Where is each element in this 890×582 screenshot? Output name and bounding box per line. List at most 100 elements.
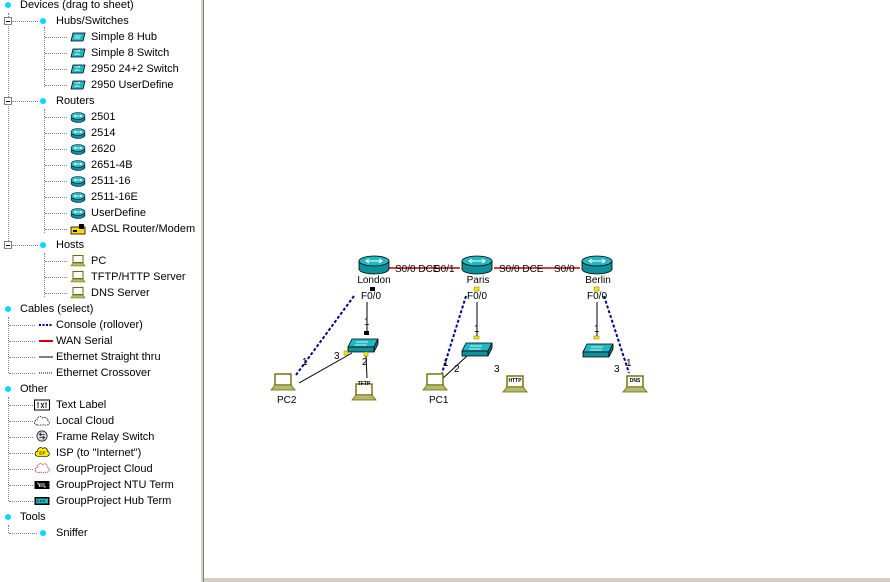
interface-label: F0/0 xyxy=(467,291,487,302)
interface-label: F0/0 xyxy=(587,291,607,302)
collapse-icon[interactable] xyxy=(4,97,12,105)
host-name: PC1 xyxy=(429,395,449,406)
tree-label: Frame Relay Switch xyxy=(56,431,155,443)
interface-label: S0/0 DCE xyxy=(395,264,440,275)
tree-label: 2501 xyxy=(91,111,116,123)
dns-server[interactable]: DNS xyxy=(622,375,648,393)
ethernet-link[interactable] xyxy=(298,352,353,384)
tree-label: 2511-16E xyxy=(91,191,138,203)
router-icon xyxy=(70,160,86,171)
ntu-term-icon xyxy=(34,481,50,489)
tree-label: Devices (drag to sheet) xyxy=(20,0,134,11)
server-badge: TFTP xyxy=(358,381,371,387)
port-number: 1 xyxy=(302,357,308,368)
console-link[interactable] xyxy=(603,295,630,374)
port-led xyxy=(364,331,369,335)
port-number: 2 xyxy=(362,357,368,368)
topology-drawing: TFTP HTTP DNS London Paris Berlin S0/0 D… xyxy=(270,255,648,406)
tree-label: GroupProject Hub Term xyxy=(56,495,172,507)
switch-icon xyxy=(70,48,86,58)
router-berlin[interactable] xyxy=(581,255,613,275)
switch-icon xyxy=(70,64,86,74)
tree-label: Hosts xyxy=(56,239,85,251)
port-led xyxy=(473,286,480,292)
port-number: 1 xyxy=(364,317,370,328)
port-number: 3 xyxy=(494,364,500,375)
tree-guide xyxy=(8,397,9,501)
tree-label: 2950 UserDefine xyxy=(91,79,174,91)
ethernet-link[interactable] xyxy=(365,355,368,379)
server-badge: DNS xyxy=(630,378,641,384)
tree-label: TFTP/HTTP Server xyxy=(91,271,186,283)
switch-berlin[interactable] xyxy=(582,343,614,358)
port-led xyxy=(473,335,480,340)
port-led xyxy=(363,351,369,357)
tree-label: Routers xyxy=(56,95,95,107)
console-link[interactable] xyxy=(441,295,467,374)
adsl-modem-icon xyxy=(70,224,86,235)
tree-label: 2620 xyxy=(91,143,116,155)
server-icon xyxy=(70,271,86,283)
console-link[interactable] xyxy=(295,295,355,376)
tree-label: Text Label xyxy=(56,399,107,411)
pc-icon xyxy=(70,255,86,267)
http-server[interactable]: HTTP xyxy=(502,375,528,393)
host-name: PC2 xyxy=(277,395,297,406)
pc2-host[interactable] xyxy=(270,373,296,391)
server-icon xyxy=(70,287,86,299)
tree-label: Local Cloud xyxy=(56,415,115,427)
tree-label: 2511-16 xyxy=(91,175,131,187)
tree-label: 2950 24+2 Switch xyxy=(91,63,179,75)
router-icon xyxy=(70,208,86,219)
interface-label: F0/0 xyxy=(361,291,381,302)
tree-guide xyxy=(8,525,9,533)
text-label-icon xyxy=(34,399,50,411)
pc1-host[interactable] xyxy=(422,373,448,391)
tree-label: Hubs/Switches xyxy=(56,15,129,27)
horizontal-scrollbar[interactable] xyxy=(204,578,890,582)
topology-canvas[interactable]: TFTP HTTP DNS London Paris Berlin S0/0 D… xyxy=(204,0,890,578)
tree-label: WAN Serial xyxy=(56,335,113,347)
node-dot-icon xyxy=(5,2,11,8)
switch-icon xyxy=(70,80,86,90)
router-name: Berlin xyxy=(585,275,611,286)
tree-label: Cables (select) xyxy=(20,303,94,315)
tree-label: Other xyxy=(20,383,48,395)
tree-label: ADSL Router/Modem xyxy=(91,223,196,235)
console-cable-icon xyxy=(39,324,53,326)
interface-label: S0/0 DCE xyxy=(499,264,544,275)
switch-paris[interactable] xyxy=(461,342,493,357)
switch-london[interactable] xyxy=(347,338,379,353)
port-number: 1 xyxy=(594,324,600,335)
svg-text:ISP: ISP xyxy=(39,451,46,456)
router-name: Paris xyxy=(467,275,490,286)
tree-label: Tools xyxy=(20,511,46,523)
tree-label: 2651-4B xyxy=(91,159,133,171)
node-dot-icon xyxy=(40,530,46,536)
collapse-icon[interactable] xyxy=(4,241,12,249)
tree-label: Console (rollover) xyxy=(56,319,143,331)
router-icon xyxy=(70,176,86,187)
port-number: 1 xyxy=(474,324,480,335)
tftp-server[interactable]: TFTP xyxy=(351,381,377,401)
tree-label: Ethernet Straight thru xyxy=(56,351,161,363)
router-paris[interactable] xyxy=(461,255,493,275)
tree-label: DNS Server xyxy=(91,287,150,299)
router-london[interactable] xyxy=(358,255,390,275)
device-tree-panel: Devices (drag to sheet) Hubs/Switches Si… xyxy=(0,0,200,582)
ethernet-link[interactable] xyxy=(441,355,468,380)
tree-label: Simple 8 Hub xyxy=(91,31,158,43)
router-icon xyxy=(70,128,86,139)
crossover-cable-icon xyxy=(39,372,53,374)
tree-label: UserDefine xyxy=(91,207,147,219)
collapse-icon[interactable] xyxy=(4,17,12,25)
node-dot-icon xyxy=(5,306,11,312)
tree-label: Simple 8 Switch xyxy=(91,47,170,59)
tree-label: Ethernet Crossover xyxy=(56,367,151,379)
tree-guide xyxy=(8,13,9,245)
port-number: 1 xyxy=(443,358,449,369)
straight-cable-icon xyxy=(39,356,53,358)
node-dot-icon xyxy=(40,98,46,104)
router-icon xyxy=(70,144,86,155)
panel-splitter[interactable] xyxy=(200,0,204,582)
